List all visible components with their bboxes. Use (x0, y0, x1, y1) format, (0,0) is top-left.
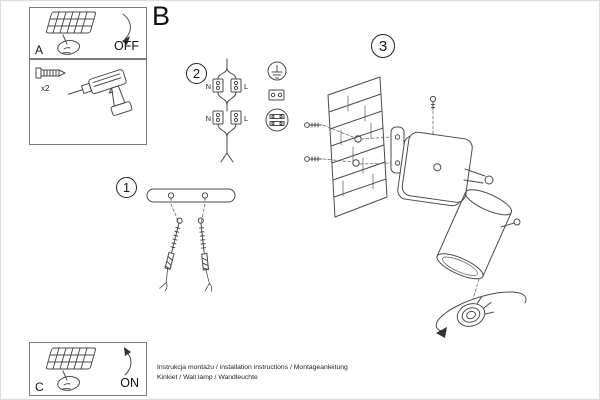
footer-text: Instrukcja montażu / installation instru… (157, 363, 348, 383)
keypad-switch-icon (45, 347, 97, 370)
wall-anchor-icon (35, 67, 66, 79)
hand-icon (57, 370, 81, 391)
switch-on-illustration (45, 347, 132, 391)
footer-line-2: Kinkiet / Wall lamp / Wandleuchte (157, 374, 258, 382)
brick-wall-icon (327, 76, 388, 218)
section-b-label: B (152, 1, 171, 31)
switch-off-illustration (45, 11, 131, 55)
panel-c-state-label: ON (120, 376, 139, 390)
curved-arrow-icon (124, 347, 132, 376)
cable-clamp-icon (265, 108, 289, 132)
tools-illustration: x2 (35, 67, 133, 116)
mounting-screws-icons (304, 122, 354, 163)
adjust-knob-icon (500, 218, 521, 228)
mounting-strap-diagram (146, 188, 236, 292)
mounting-strap-icon (146, 188, 236, 203)
screw-anchor-right (197, 217, 213, 292)
earth-symbol-icon (267, 61, 287, 81)
footer-line-1: Instrukcja montażu / installation instru… (157, 364, 348, 371)
terminal-l-label-bottom: L (244, 114, 248, 123)
cylindrical-shade-icon (436, 189, 513, 280)
panel-a-state-label: OFF (114, 39, 139, 53)
panel-c-power-on: C ON (29, 342, 147, 396)
screw-anchor-left (159, 217, 183, 292)
terminal-n-label-bottom: N (206, 114, 211, 123)
panel-tools: x2 (29, 59, 147, 145)
lamp-exploded-view (304, 76, 527, 338)
supply-cable-and-terminals (212, 58, 242, 163)
terminal-block-icon (268, 89, 285, 101)
insert-arrow-icon (435, 291, 527, 338)
step-2-marker: 2 (186, 63, 207, 84)
panel-c-label: C (35, 380, 44, 394)
step-1-marker: 1 (116, 177, 137, 198)
keypad-switch-icon (45, 11, 97, 34)
curved-arrow-icon (122, 13, 131, 45)
hand-icon (57, 34, 81, 55)
terminal-l-label-top: L (244, 82, 248, 91)
drill-icon (67, 69, 133, 116)
panel-a-label: A (35, 43, 44, 57)
pivot-arm-icon (463, 168, 494, 185)
terminal-n-label-top: N (206, 82, 211, 91)
wiring-diagram: N L N L (206, 58, 289, 163)
step-3-marker: 3 (371, 34, 395, 58)
square-canopy-icon (397, 131, 473, 207)
panel-a-power-off: A OFF (29, 7, 147, 59)
anchor-count-label: x2 (41, 84, 50, 93)
gu10-bulb-icon (456, 295, 494, 327)
